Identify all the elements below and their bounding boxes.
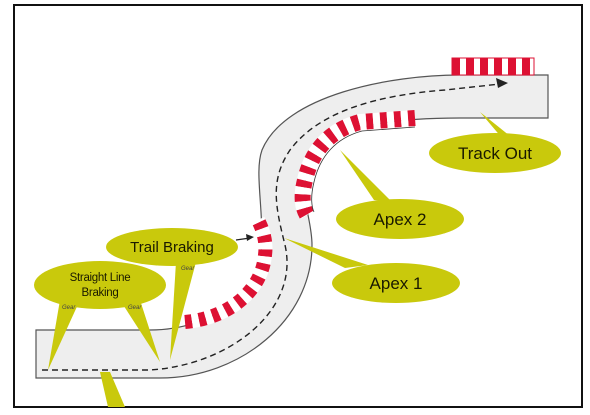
curb-apex-1 [184, 216, 273, 329]
label-apex-2: Apex 2 [374, 210, 427, 229]
callouts: Track Out Apex 2 Apex 1 Trail Braking Ge… [34, 112, 561, 407]
gear-mark: Gear [181, 266, 195, 272]
arrow-head-icon [246, 234, 254, 241]
label-braking: Braking [82, 287, 119, 299]
callout-trail-braking: Trail Braking Gear [106, 228, 254, 360]
callout-apex-1: Apex 1 [284, 238, 460, 303]
gear-mark: Gear [128, 305, 142, 311]
curb-apex-2 [294, 110, 416, 220]
racing-line-path [42, 83, 501, 371]
gear-mark: Gear [62, 305, 76, 311]
label-track-out: Track Out [458, 144, 532, 163]
callout-straight-line-braking: Straight Line Braking Gear Gear [34, 261, 166, 370]
callout-bottom-pointer [100, 372, 125, 407]
curb-track-out [451, 57, 535, 76]
arrow-head-icon [496, 78, 508, 88]
callout-track-out: Track Out [429, 112, 561, 173]
callout-apex-2: Apex 2 [336, 150, 464, 239]
curbs [184, 57, 535, 329]
label-straight-line: Straight Line [70, 272, 131, 284]
racing-line [42, 78, 508, 371]
label-trail-braking: Trail Braking [130, 239, 214, 256]
label-apex-1: Apex 1 [370, 274, 423, 293]
